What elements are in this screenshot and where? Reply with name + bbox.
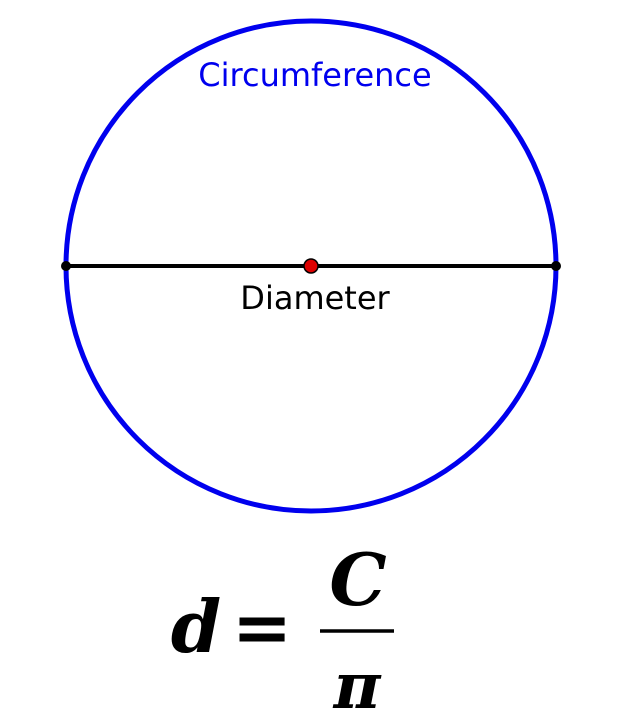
formula-equals: = — [232, 584, 292, 669]
center-point — [303, 258, 319, 274]
formula-lhs: d — [171, 584, 221, 669]
formula: d = C π — [171, 537, 394, 720]
formula-denominator: π — [333, 649, 382, 720]
circumference-label: Circumference — [198, 56, 431, 94]
diameter-label: Diameter — [240, 279, 390, 317]
diameter-right-endpoint — [551, 261, 561, 271]
diameter-left-endpoint — [61, 261, 71, 271]
formula-numerator: C — [329, 537, 386, 622]
